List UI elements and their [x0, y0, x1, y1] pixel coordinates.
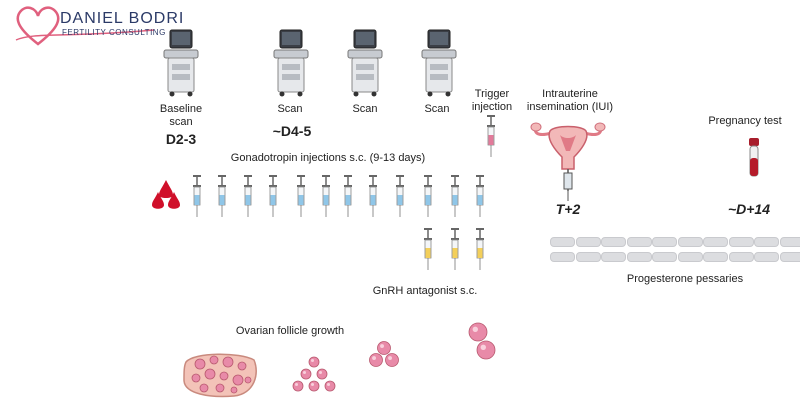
scan-label-1: Scan [277, 103, 303, 115]
small-follicle-icon [316, 368, 328, 380]
baseline-label-line1: Baseline [159, 103, 203, 115]
trigger-label-line2: injection [471, 101, 513, 113]
pessary-icon [652, 252, 677, 262]
gonadotropin-syringe-icon [244, 175, 252, 217]
pessary-icon [601, 237, 626, 247]
trigger-label: Trigger injection [466, 88, 518, 114]
pessary-icon [626, 252, 652, 262]
pessary-icon [779, 252, 800, 262]
day-t-plus-2: T+2 [555, 201, 581, 217]
pessary-icon [626, 237, 652, 247]
pessary-icon [703, 237, 728, 247]
trigger-label-line1: Trigger [474, 88, 510, 100]
pessary-icon [652, 237, 677, 247]
ultrasound-machine-icon [163, 29, 199, 97]
day-d4-5: ~D4-5 [272, 123, 312, 139]
pessary-icon [575, 252, 601, 262]
iui-label-line1: Intrauterine [542, 88, 598, 100]
large-follicle-icon [468, 322, 488, 342]
small-follicle-icon [308, 380, 320, 392]
baseline-label-line2: scan [169, 116, 193, 128]
gonadotropin-syringe-icon [396, 175, 404, 217]
ultrasound-machine-icon [347, 29, 383, 97]
uterus-icon [530, 122, 606, 201]
medium-follicle-icon [385, 353, 399, 367]
pessary-icon [754, 252, 779, 262]
trigger-syringe-icon [487, 115, 495, 157]
day-d2-3: D2-3 [165, 131, 197, 147]
pessary-icon [728, 237, 754, 247]
ultrasound-machine-icon [273, 29, 309, 97]
pregnancy-test-label: Pregnancy test [708, 115, 782, 127]
pessary-icon [550, 252, 575, 262]
logo-subtitle: FERTILITY CONSULTING [62, 28, 166, 37]
ovary-icon [183, 353, 257, 398]
gonadotropin-syringe-icon [297, 175, 305, 217]
gnrh-syringe-icon [451, 228, 459, 270]
pessary-icon [728, 252, 754, 262]
gonadotropin-syringe-icon [476, 175, 484, 217]
pessary-icon [601, 252, 626, 262]
gonadotropin-syringe-icon [218, 175, 226, 217]
iui-label-line2: insemination (IUI) [526, 101, 614, 113]
small-follicle-icon [308, 356, 320, 368]
medium-follicle-icon [377, 341, 391, 355]
gonadotropin-syringe-icon [193, 175, 201, 217]
gnrh-syringe-icon [424, 228, 432, 270]
pessary-icon [677, 237, 703, 247]
pessary-icon [575, 237, 601, 247]
gonadotropin-syringe-icon [322, 175, 330, 217]
gonadotropin-syringe-icon [369, 175, 377, 217]
heart-logo-icon [15, 6, 155, 46]
scan-label-3: Scan [424, 103, 450, 115]
day-d-plus-14: ~D+14 [727, 201, 771, 217]
scan-label-2: Scan [352, 103, 378, 115]
pessary-icon [550, 237, 575, 247]
blood-tube-icon [749, 138, 759, 177]
small-follicle-icon [300, 368, 312, 380]
small-follicle-icon [324, 380, 336, 392]
medium-follicle-icon [369, 353, 383, 367]
logo-name: DANIEL BODRI [60, 10, 185, 27]
gnrh-syringe-icon [476, 228, 484, 270]
gonadotropin-syringe-icon [451, 175, 459, 217]
gonadotropin-syringe-icon [344, 175, 352, 217]
ultrasound-machine-icon [421, 29, 457, 97]
pessary-icon [754, 237, 779, 247]
large-follicle-icon [476, 340, 496, 360]
gnrh-antagonist-label: GnRH antagonist s.c. [372, 285, 478, 297]
blood-drops-icon [152, 180, 180, 209]
pessary-icon [703, 252, 728, 262]
baseline-scan-label: Baseline scan [150, 103, 212, 129]
gonadotropin-syringe-icon [269, 175, 277, 217]
ovarian-follicle-label: Ovarian follicle growth [235, 325, 345, 337]
pessary-icon [779, 237, 800, 247]
gonadotropin-syringe-icon [424, 175, 432, 217]
small-follicle-icon [292, 380, 304, 392]
progesterone-label: Progesterone pessaries [626, 273, 744, 285]
gonadotropin-label: Gonadotropin injections s.c. (9-13 days) [230, 152, 426, 164]
iui-label: Intrauterine insemination (IUI) [520, 88, 620, 114]
pessary-icon [677, 252, 703, 262]
